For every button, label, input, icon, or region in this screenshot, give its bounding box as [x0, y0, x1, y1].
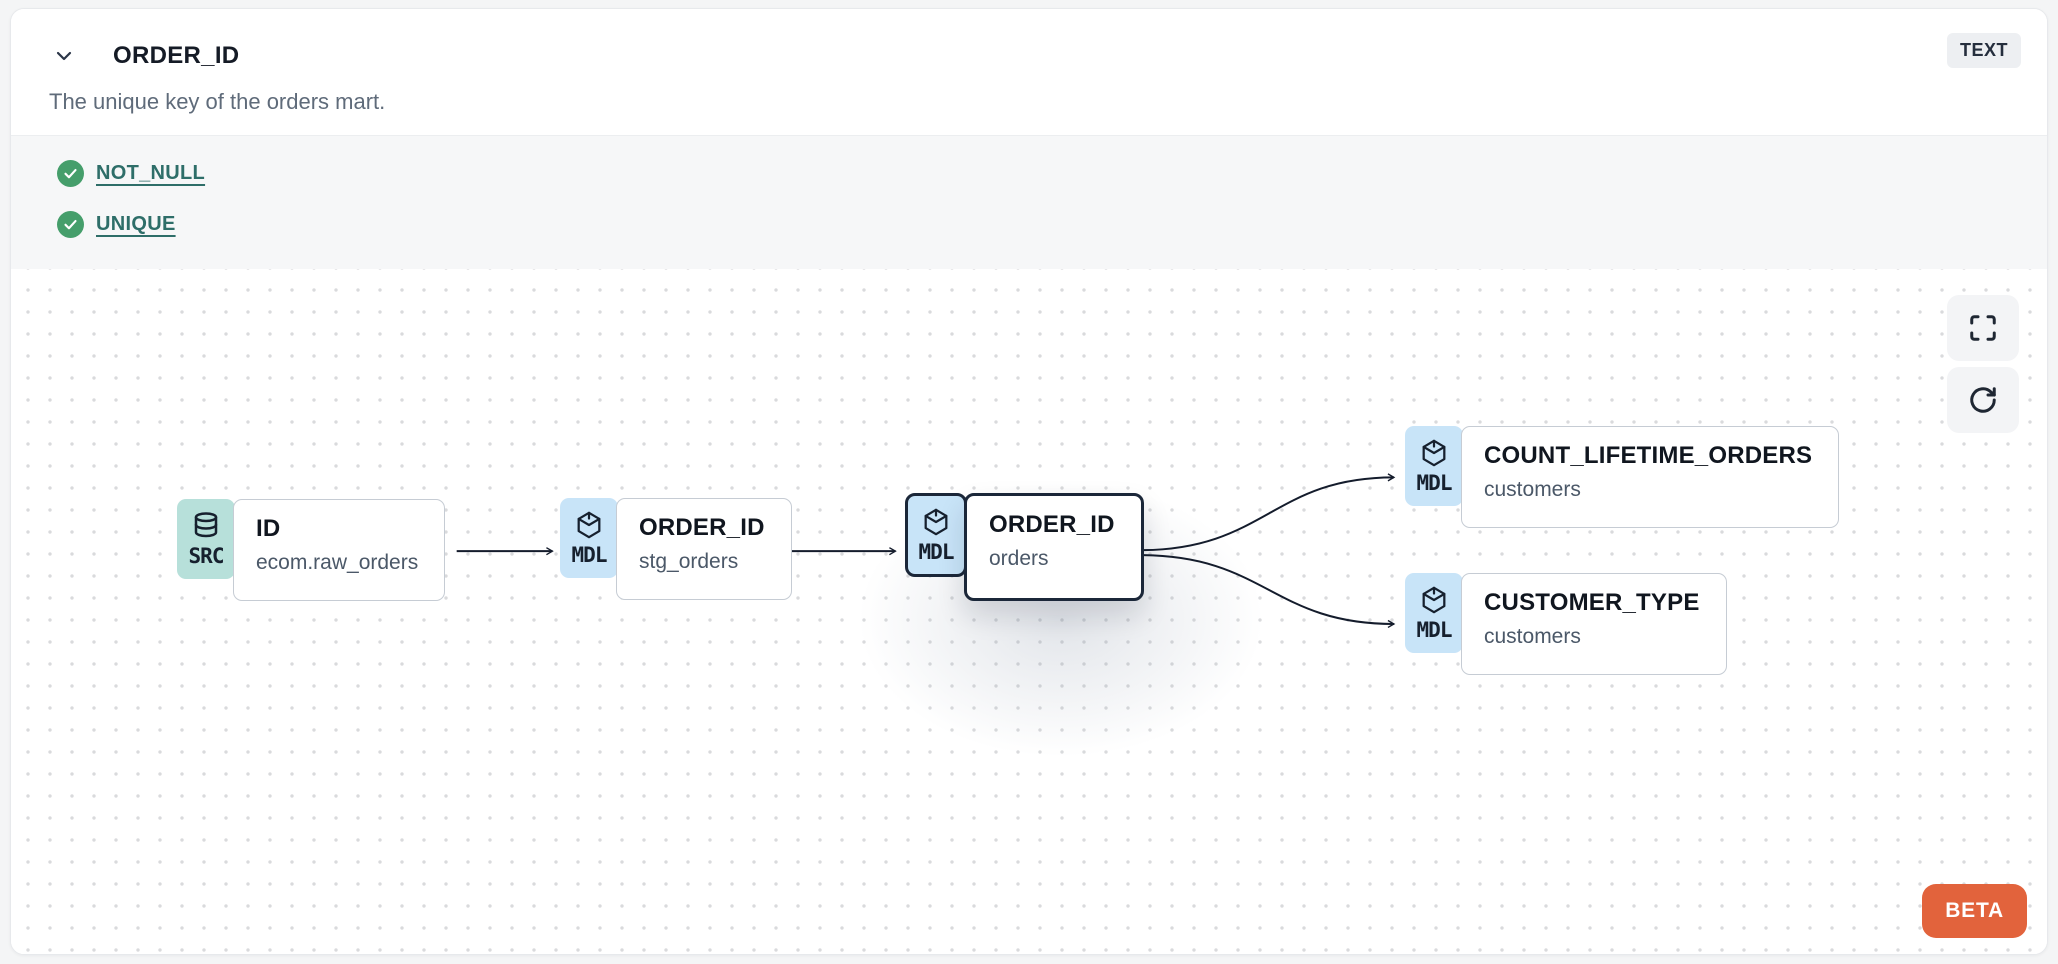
lineage-node-source-id[interactable]: SRC ID ecom.raw_orders: [177, 499, 446, 601]
test-row: UNIQUE: [57, 207, 2047, 241]
cube-icon: [577, 511, 601, 538]
column-description: The unique key of the orders mart.: [49, 89, 386, 114]
node-title: ORDER_ID: [639, 514, 765, 541]
node-title: ORDER_ID: [989, 511, 1115, 538]
graph-controls: [1947, 295, 2019, 433]
cube-icon: [924, 508, 948, 535]
page-title: ORDER_ID: [113, 42, 240, 69]
check-circle-icon: [57, 210, 84, 238]
model-type-badge: MDL: [905, 493, 967, 577]
node-card: ORDER_ID stg_orders: [616, 498, 792, 600]
source-type-badge: SRC: [177, 499, 235, 579]
node-title: COUNT_LIFETIME_ORDERS: [1484, 442, 1813, 469]
node-subtitle: ecom.raw_orders: [256, 551, 419, 574]
database-icon: [194, 511, 218, 537]
test-link-not-null[interactable]: NOT_NULL: [96, 161, 206, 184]
lineage-node-count-lifetime-orders[interactable]: MDL COUNT_LIFETIME_ORDERS customers: [1405, 426, 1840, 528]
node-subtitle: orders: [989, 547, 1049, 570]
test-row: NOT_NULL: [57, 156, 2047, 190]
model-type-badge: MDL: [560, 498, 618, 578]
column-details-panel: ORDER_ID TEXT The unique key of the orde…: [10, 8, 2048, 955]
lineage-graph-canvas[interactable]: SRC ID ecom.raw_orders MDL ORDER_ID stg_…: [11, 269, 2047, 954]
lineage-edges: [456, 473, 1396, 629]
node-subtitle: stg_orders: [639, 550, 739, 573]
column-type-badge: TEXT: [1946, 33, 2021, 68]
node-card: CUSTOMER_TYPE customers: [1461, 573, 1727, 675]
model-type-badge: MDL: [1405, 426, 1463, 506]
node-title: ID: [256, 515, 281, 542]
check-circle-icon: [57, 159, 84, 187]
refresh-icon: [1970, 387, 1996, 413]
beta-badge: BETA: [1922, 884, 2027, 938]
fullscreen-icon: [1970, 315, 1996, 341]
node-kind-label: MDL: [1416, 470, 1453, 495]
collapse-button[interactable]: [47, 39, 81, 73]
node-kind-label: SRC: [188, 543, 225, 568]
node-kind-label: MDL: [571, 542, 608, 567]
node-card: COUNT_LIFETIME_ORDERS customers: [1461, 426, 1840, 528]
node-kind-label: MDL: [1416, 617, 1453, 642]
lineage-node-customer-type[interactable]: MDL CUSTOMER_TYPE customers: [1405, 573, 1727, 675]
lineage-node-orders-selected[interactable]: MDL ORDER_ID orders: [905, 493, 1144, 601]
lineage-node-stg-orders[interactable]: MDL ORDER_ID stg_orders: [560, 498, 792, 600]
model-type-badge: MDL: [1405, 573, 1463, 653]
cube-icon: [1422, 586, 1446, 613]
node-title: CUSTOMER_TYPE: [1484, 589, 1700, 616]
chevron-down-icon: [56, 51, 72, 61]
node-subtitle: customers: [1484, 625, 1581, 648]
tests-section: NOT_NULL UNIQUE: [11, 135, 2047, 269]
node-card: ID ecom.raw_orders: [233, 499, 446, 601]
cube-icon: [1422, 439, 1446, 466]
fullscreen-button[interactable]: [1947, 295, 2019, 361]
node-kind-label: MDL: [918, 539, 955, 564]
test-link-unique[interactable]: UNIQUE: [96, 212, 176, 235]
refresh-button[interactable]: [1947, 367, 2019, 433]
header: ORDER_ID TEXT The unique key of the orde…: [11, 9, 2047, 135]
node-card: ORDER_ID orders: [964, 493, 1144, 601]
node-subtitle: customers: [1484, 478, 1581, 501]
